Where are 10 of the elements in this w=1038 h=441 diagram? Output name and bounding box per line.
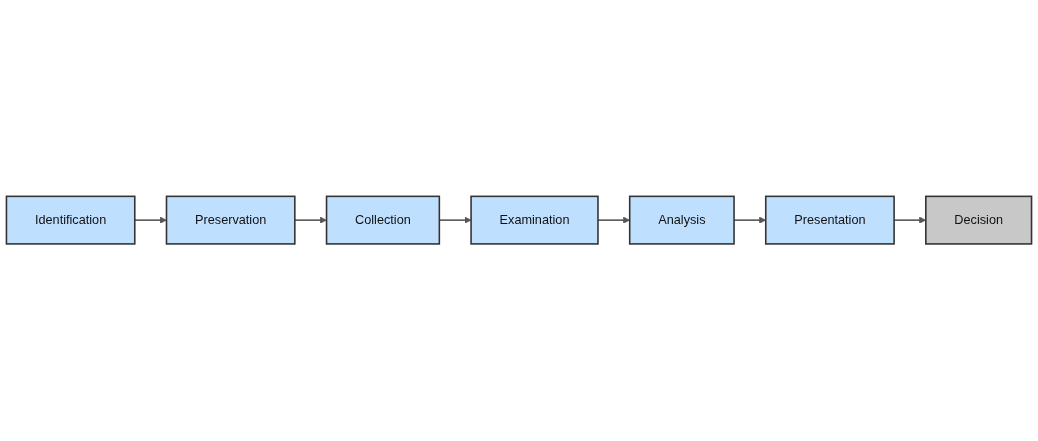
arrow [597,217,630,224]
arrow [294,217,327,224]
arrow [134,217,167,224]
node-box: Decision [925,195,1033,246]
node-box: Examination [470,195,599,246]
node-box: Collection [325,195,441,246]
node-box: Identification [5,195,136,246]
node-box: Preservation [165,195,296,246]
node-box: Presentation [764,195,895,246]
node-box: Analysis [628,195,735,246]
